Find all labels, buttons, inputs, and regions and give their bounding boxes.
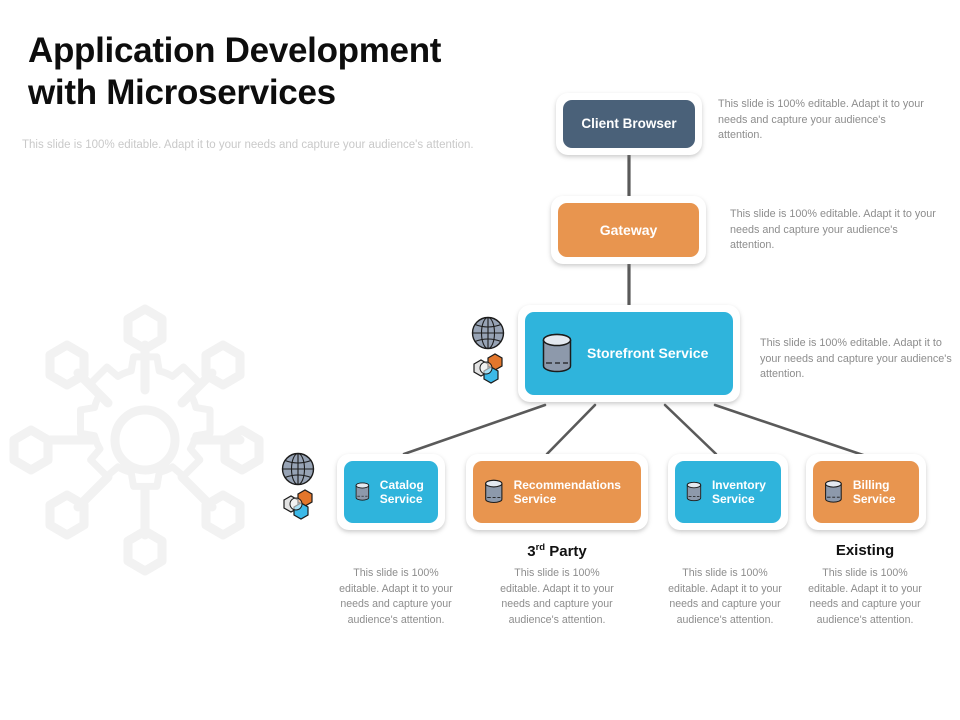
globe-hexagon-cluster-catalog xyxy=(281,452,315,520)
connector-storefront-catalog xyxy=(402,403,547,456)
page-title: Application Development with Microservic… xyxy=(28,30,588,114)
caption-recommendations-service: This slide is 100% editable. Adapt it to… xyxy=(500,567,614,626)
hexagon-cluster-icon xyxy=(283,489,313,520)
gear-network-watermark-icon xyxy=(9,304,264,576)
globe-hexagon-cluster-storefront xyxy=(471,316,505,384)
description-client-browser: This slide is 100% editable. Adapt it to… xyxy=(718,98,924,141)
group-label-third-party: 3rd Party xyxy=(494,542,620,560)
description-storefront-service: This slide is 100% editable. Adapt it to… xyxy=(760,337,952,380)
page-title-line1: Application Development xyxy=(28,31,442,70)
caption-inventory-service: This slide is 100% editable. Adapt it to… xyxy=(668,567,782,626)
globe-icon xyxy=(281,452,315,486)
caption-catalog-service: This slide is 100% editable. Adapt it to… xyxy=(339,567,453,626)
node-storefront-service[interactable]: Storefront Service xyxy=(518,305,740,402)
node-catalog-service[interactable]: Catalog Service xyxy=(337,454,445,530)
connector-storefront-recommend xyxy=(545,403,597,456)
database-cylinder-icon xyxy=(355,482,370,501)
node-inventory-service[interactable]: Inventory Service xyxy=(668,454,788,530)
node-catalog-service-label: Catalog Service xyxy=(379,477,424,506)
database-cylinder-icon xyxy=(542,333,572,372)
node-client-browser-label: Client Browser xyxy=(581,116,677,132)
connector-storefront-inventory xyxy=(663,403,718,456)
connector-storefront-billing xyxy=(713,403,868,458)
page-subtitle: This slide is 100% editable. Adapt it to… xyxy=(22,139,474,151)
node-recommendations-service[interactable]: Recommendations Service xyxy=(466,454,648,530)
node-billing-service-label: Billing Service xyxy=(852,477,896,506)
hexagon-cluster-icon xyxy=(473,353,503,384)
node-client-browser[interactable]: Client Browser xyxy=(556,93,702,155)
globe-icon xyxy=(471,316,505,350)
node-inventory-service-label: Inventory Service xyxy=(711,477,766,506)
node-billing-service[interactable]: Billing Service xyxy=(806,454,926,530)
node-storefront-service-label: Storefront Service xyxy=(587,345,709,362)
database-cylinder-icon xyxy=(825,480,842,503)
caption-billing-service: This slide is 100% editable. Adapt it to… xyxy=(808,567,922,626)
page-title-line2: with Microservices xyxy=(28,73,336,112)
node-gateway-label: Gateway xyxy=(599,221,658,238)
node-gateway[interactable]: Gateway xyxy=(551,196,706,264)
description-gateway: This slide is 100% editable. Adapt it to… xyxy=(730,208,936,251)
group-label-third-party-word: Party xyxy=(549,543,587,560)
group-label-existing: Existing xyxy=(835,542,895,559)
node-recommendations-service-label: Recommendations Service xyxy=(513,477,621,506)
group-label-third-party-number: 3 xyxy=(527,543,536,560)
database-cylinder-icon xyxy=(485,479,503,504)
database-cylinder-icon xyxy=(686,481,702,502)
group-label-third-party-ordinal: rd xyxy=(535,542,546,553)
